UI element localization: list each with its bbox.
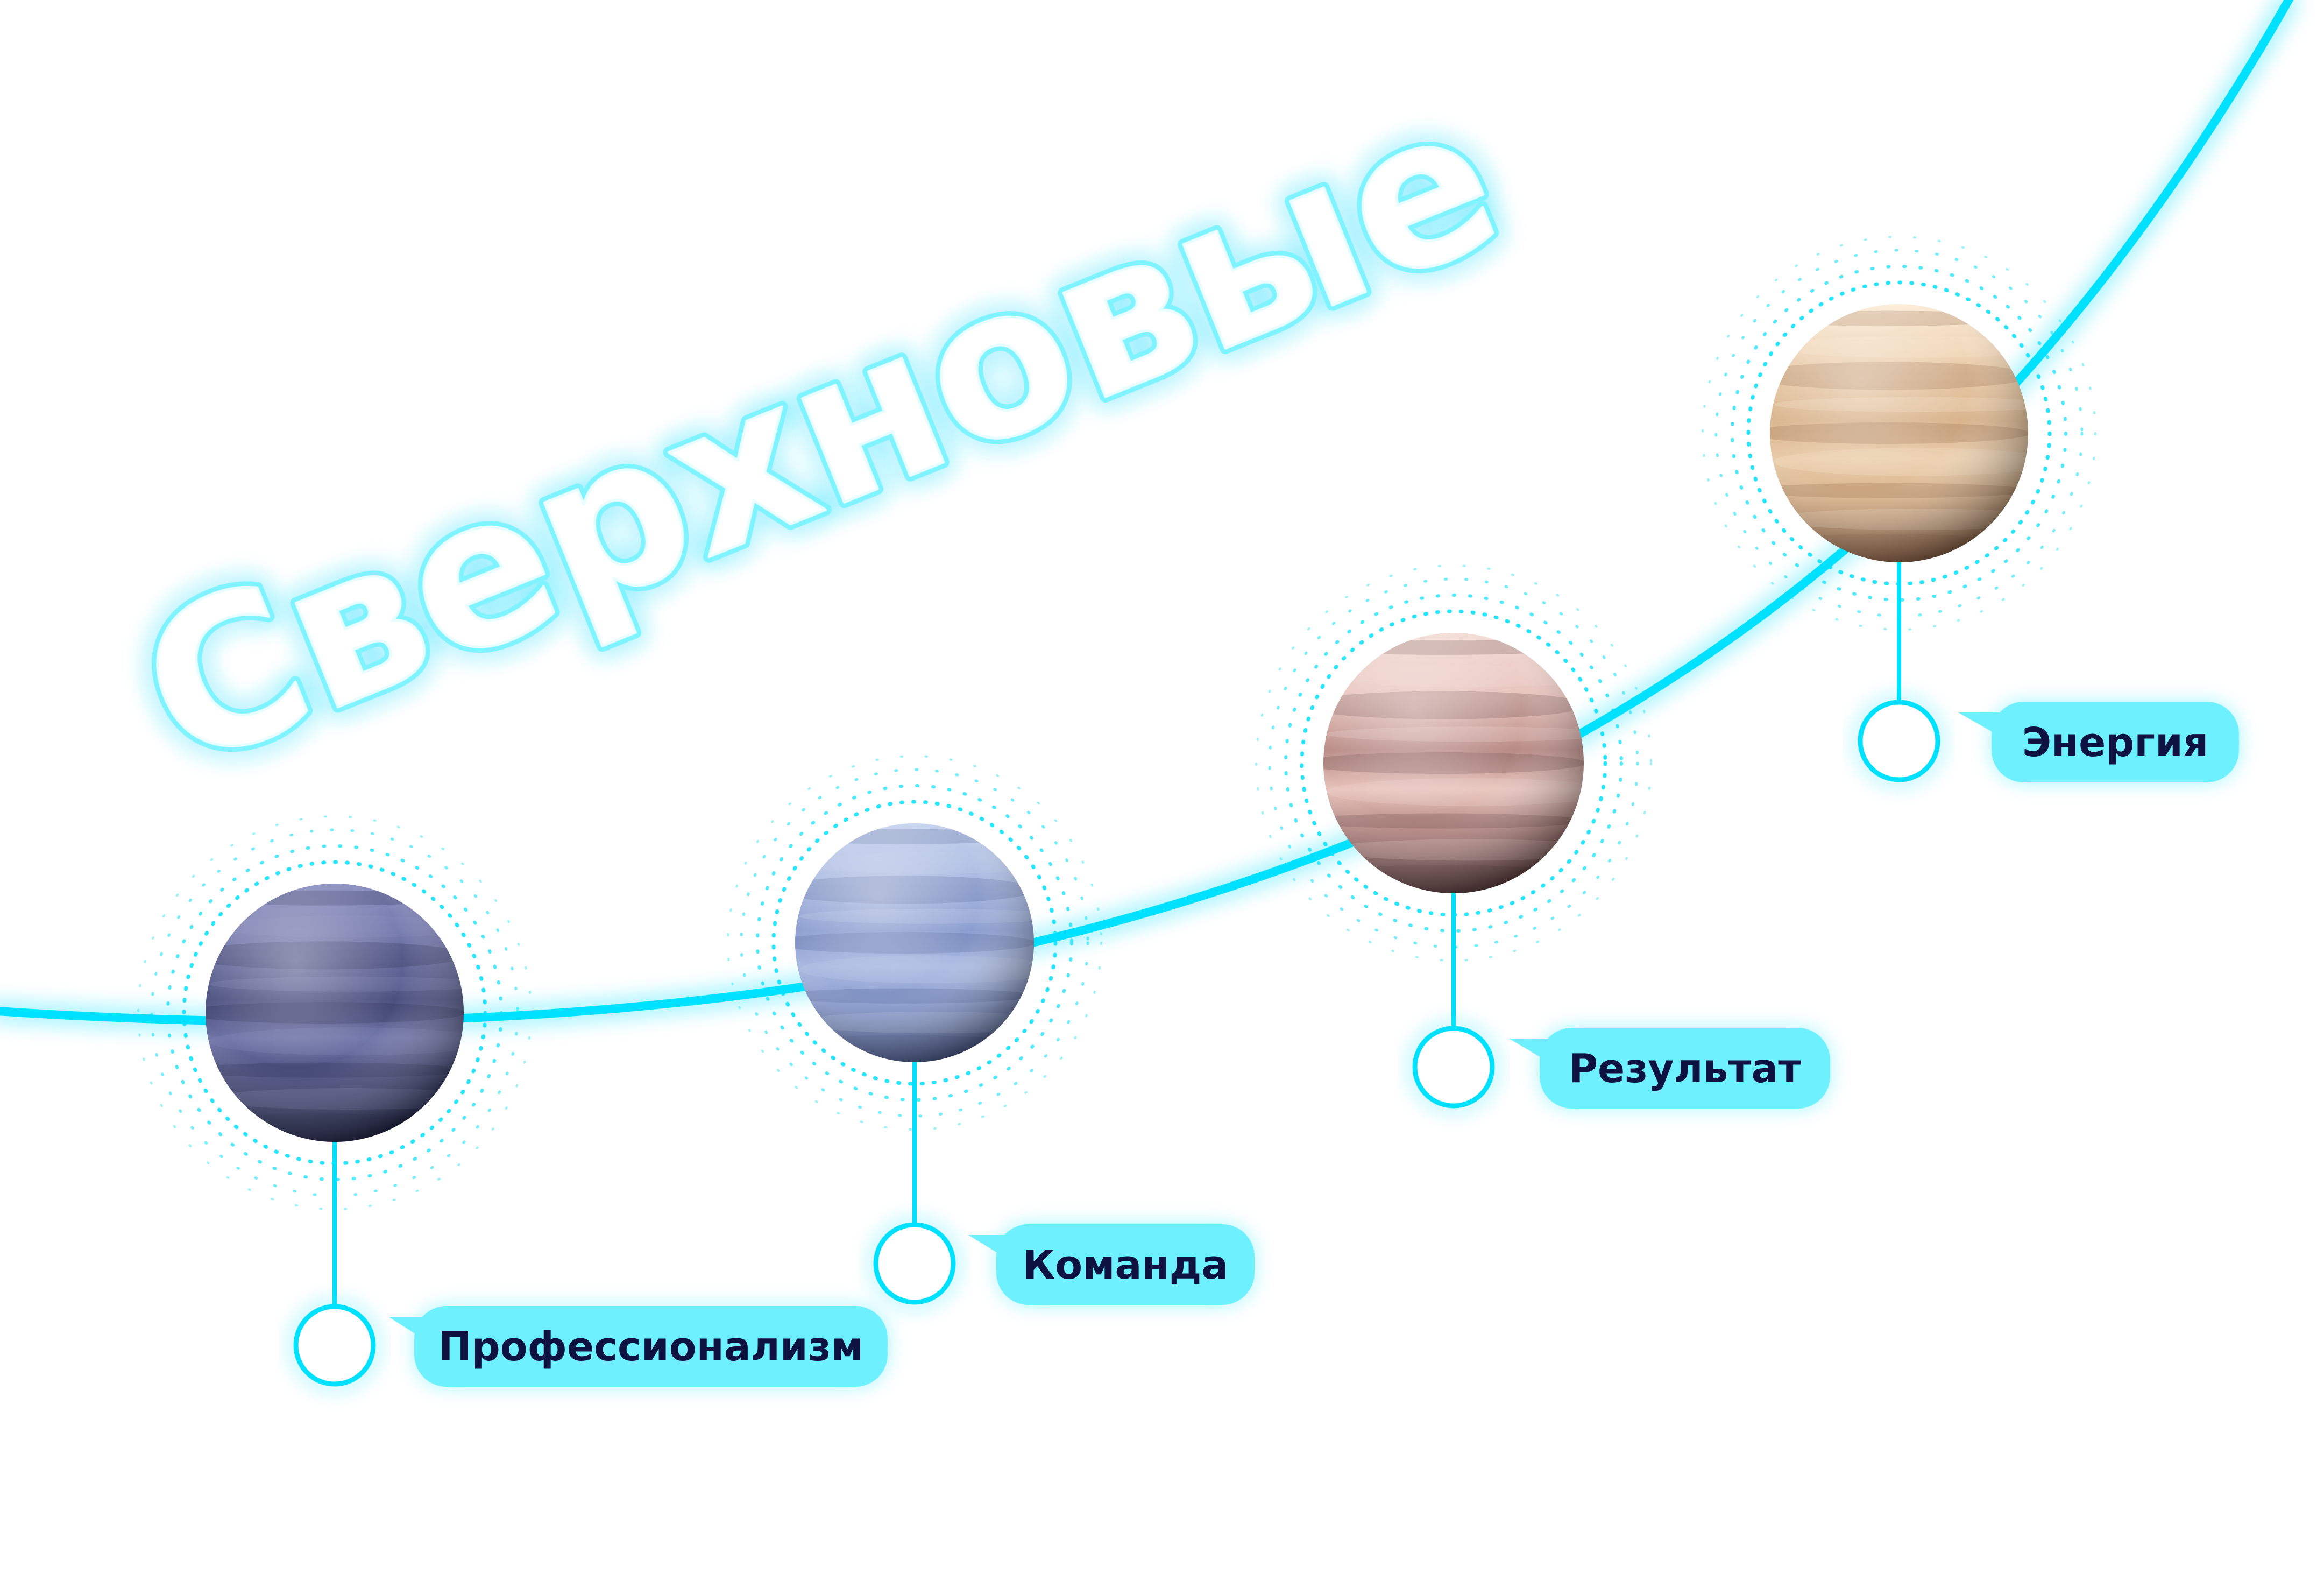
title-group: Сверхновые Сверхновые Сверхновые xyxy=(103,48,1537,823)
planet-sphere xyxy=(795,823,1034,1062)
planet-sphere xyxy=(206,884,464,1142)
label-pill xyxy=(996,1224,1255,1305)
node-circle xyxy=(1858,700,1940,782)
planet-halo xyxy=(727,755,1102,1131)
planet-station-3: Результат xyxy=(1255,564,1830,1112)
label-pill xyxy=(1540,1028,1830,1109)
label-pill xyxy=(414,1306,888,1387)
label-pill xyxy=(1992,702,2239,782)
node-circle xyxy=(1412,1026,1495,1109)
planet-label: Результат xyxy=(1569,1046,1801,1092)
planet-sphere xyxy=(1770,304,2028,562)
planet-label: Энергия xyxy=(2022,719,2209,766)
planet-label: Профессионализм xyxy=(438,1324,863,1370)
planet-label: Команда xyxy=(1023,1242,1229,1288)
planet-station-1: Профессионализм xyxy=(137,815,888,1391)
planet-station-4: Энергия xyxy=(1702,236,2239,786)
planet-station-2: Команда xyxy=(727,755,1255,1309)
node-circle xyxy=(293,1304,376,1387)
planet-stations: Профессионализм Команда Результат Энергия xyxy=(137,236,2239,1391)
page-title: Сверхновые xyxy=(112,57,1528,814)
node-circle xyxy=(873,1222,956,1305)
